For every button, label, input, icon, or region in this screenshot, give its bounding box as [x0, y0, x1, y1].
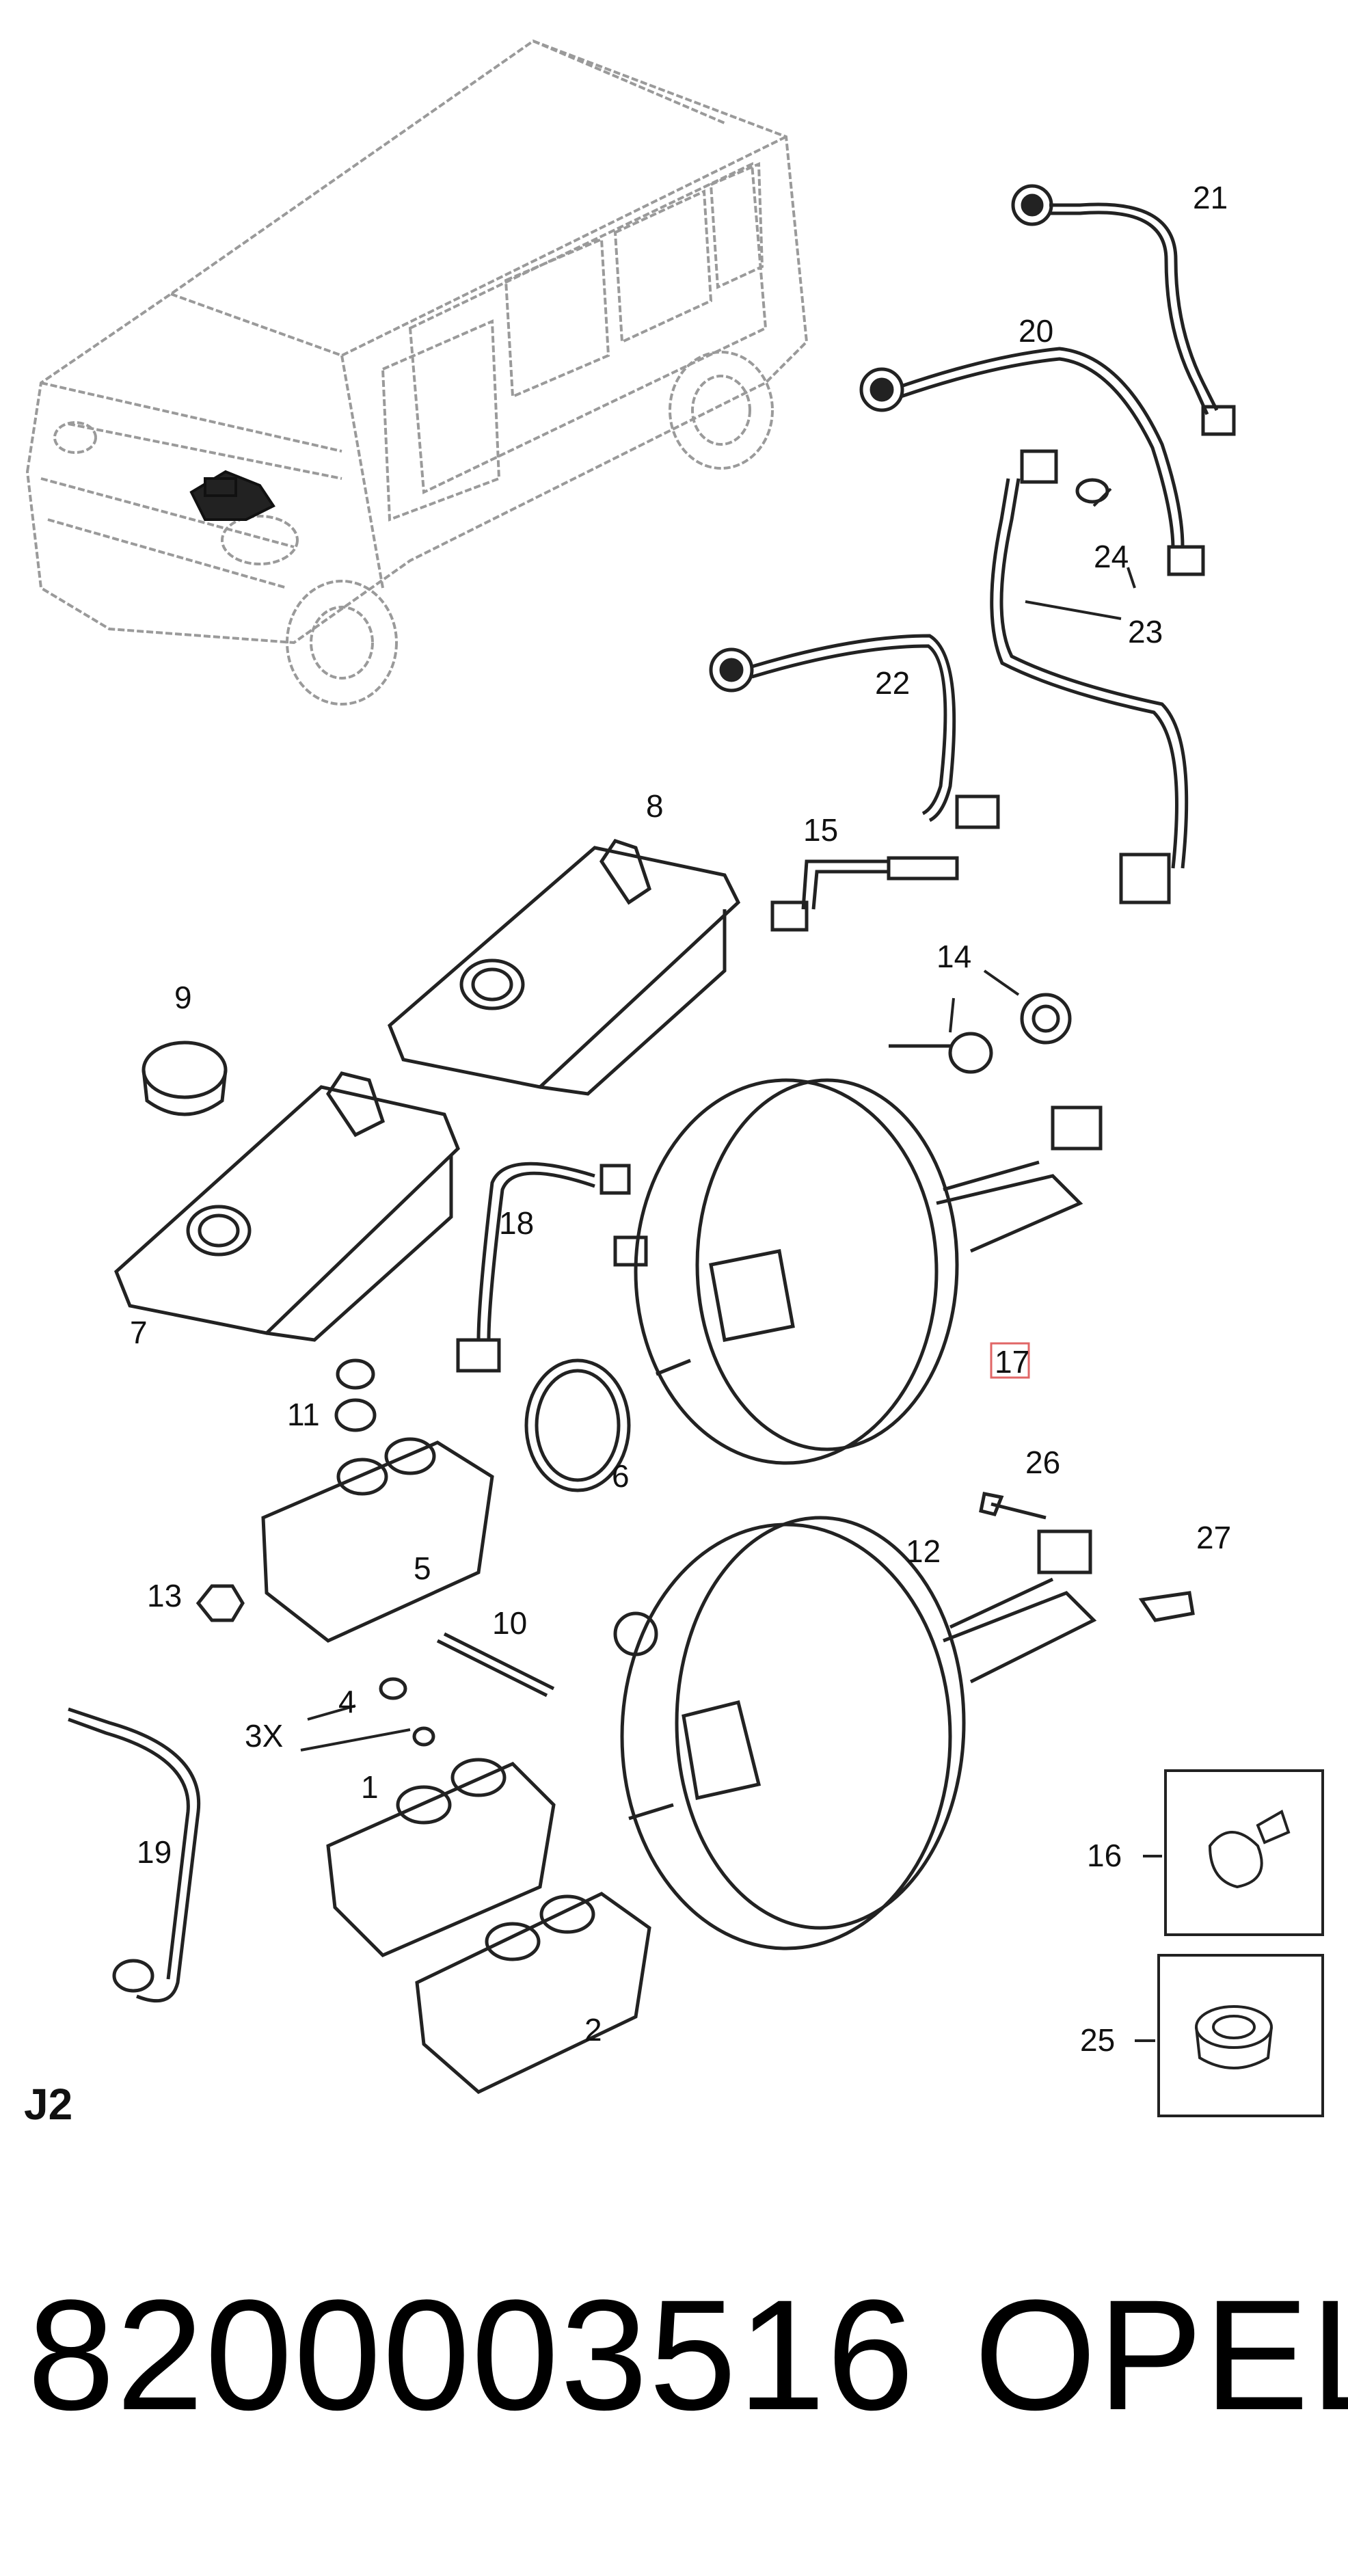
callout-3x[interactable]: 3X — [245, 1718, 283, 1754]
section-code: J2 — [24, 2080, 72, 2129]
inset-box-16 — [1164, 1769, 1324, 1936]
callout-4[interactable]: 4 — [338, 1684, 356, 1719]
callout-7[interactable]: 7 — [130, 1315, 148, 1350]
brake-hoses-group — [709, 184, 1236, 932]
van-brake-location-marker — [189, 470, 275, 521]
part-number: 8200003516 — [27, 2267, 916, 2443]
callout-23[interactable]: 23 — [1128, 614, 1163, 649]
callout-20[interactable]: 20 — [1019, 313, 1053, 349]
van-illustration — [25, 39, 809, 706]
callout-16[interactable]: 16 — [1087, 1838, 1122, 1873]
callout-17[interactable]: 17 — [995, 1344, 1029, 1380]
callout-13[interactable]: 13 — [147, 1578, 182, 1613]
callout-11[interactable]: 11 — [287, 1397, 320, 1432]
callout-2[interactable]: 2 — [584, 2012, 602, 2048]
cap-9 — [141, 1041, 228, 1116]
callout-19[interactable]: 19 — [137, 1834, 172, 1870]
leader-lines — [300, 487, 1162, 2042]
callout-1[interactable]: 1 — [361, 1769, 379, 1805]
callout-21[interactable]: 21 — [1193, 180, 1228, 215]
callout-9[interactable]: 9 — [174, 980, 192, 1015]
brake-servo-17 — [613, 1078, 1103, 1465]
callout-26[interactable]: 26 — [1025, 1445, 1060, 1480]
callout-15[interactable]: 15 — [803, 812, 838, 848]
callout-18[interactable]: 18 — [499, 1205, 534, 1241]
callout-6[interactable]: 6 — [612, 1458, 630, 1494]
callout-8[interactable]: 8 — [646, 788, 664, 824]
callout-24[interactable]: 24 — [1094, 539, 1129, 574]
brake-servo-12 — [613, 1516, 1097, 1950]
callout-22[interactable]: 22 — [875, 665, 910, 701]
callout-14[interactable]: 14 — [936, 939, 971, 974]
callout-27[interactable]: 27 — [1196, 1520, 1231, 1555]
callout-17-highlight — [990, 1342, 1030, 1379]
brand-name: OPEL — [974, 2267, 1348, 2443]
reservoir-7 — [114, 1071, 460, 1342]
callout-12[interactable]: 12 — [906, 1533, 941, 1569]
callout-labels: 21 20 24 23 22 8 15 14 9 18 7 17 11 6 26… — [24, 180, 1231, 2129]
reservoir-8 — [388, 839, 741, 1096]
inset-box-25 — [1157, 1954, 1324, 2117]
small-parts-group — [68, 993, 1195, 2094]
callout-10[interactable]: 10 — [492, 1605, 527, 1641]
callout-25[interactable]: 25 — [1080, 2022, 1115, 2058]
callout-5[interactable]: 5 — [414, 1551, 431, 1586]
